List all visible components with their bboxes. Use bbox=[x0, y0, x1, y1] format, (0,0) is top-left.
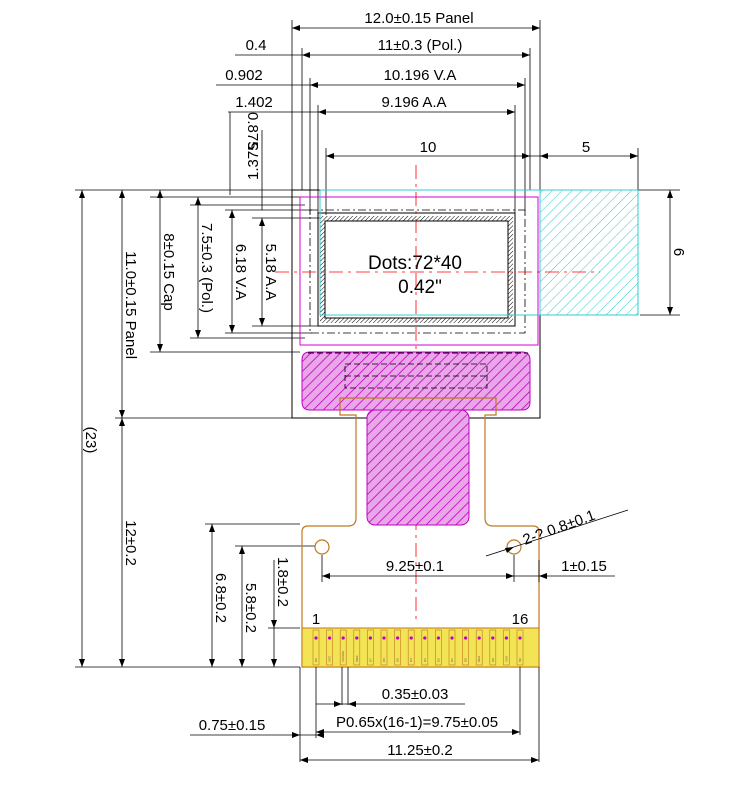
left-dimensions: (23) 11.0±0.15 Panel 8±0.15 Cap 7.5±0.3 … bbox=[75, 189, 680, 668]
pin-name: D1 bbox=[450, 658, 454, 662]
pin-name: D2 bbox=[436, 658, 440, 662]
total-height-label: (23) bbox=[82, 427, 99, 454]
pin-first-label: 1 bbox=[312, 611, 320, 628]
pin-dot bbox=[396, 636, 400, 640]
pin-contact bbox=[489, 629, 497, 666]
pin-dot bbox=[368, 636, 372, 640]
pin-contact bbox=[503, 629, 510, 666]
pin-name: D3 bbox=[423, 658, 427, 662]
fpc-bend-area bbox=[301, 351, 531, 411]
pin-contact bbox=[421, 629, 429, 666]
hole-edge-label: 1±0.15 bbox=[561, 558, 607, 575]
pol-width-label: 11±0.3 (Pol.) bbox=[378, 37, 463, 54]
mount-hole-left bbox=[314, 539, 330, 555]
pin-contact bbox=[394, 629, 401, 666]
pin-contact bbox=[407, 629, 415, 666]
diagonal-label: 0.42" bbox=[398, 277, 442, 298]
aa-height-label: 5.18 A.A bbox=[262, 244, 279, 301]
top-dimensions: 12.0±0.15 Panel 11±0.3 (Pol.) 0.4 10.196… bbox=[216, 10, 639, 218]
pin-contact bbox=[475, 629, 483, 666]
aa-width-label: 9.196 A.A bbox=[381, 94, 446, 111]
pin-dot bbox=[355, 636, 359, 640]
pin-name: D7 bbox=[368, 658, 372, 662]
pin-dot bbox=[464, 636, 468, 640]
pin-dot bbox=[450, 636, 454, 640]
va-height-label: 6.18 V.A bbox=[232, 244, 249, 300]
panel-width-label: 12.0±0.15 Panel bbox=[364, 10, 473, 27]
h-18-label: 1.8±0.2 bbox=[274, 557, 291, 607]
fold-6-label: 6 bbox=[670, 248, 687, 256]
pin-contact bbox=[353, 629, 361, 666]
pol-height-label: 7.5±0.3 (Pol.) bbox=[198, 223, 215, 313]
pin-contact bbox=[367, 629, 374, 666]
pin-dot bbox=[328, 636, 332, 640]
pin-dot bbox=[409, 636, 413, 640]
fpc-tail: NC VCC VCOMH IREF D7 D6 D5 D4 D3 D2 D1 D0 RES DC VSS NC bbox=[301, 397, 540, 668]
fpc-length-label: 12±0.2 bbox=[122, 520, 139, 566]
pin-dot bbox=[504, 636, 508, 640]
pin-contact bbox=[435, 629, 442, 666]
pin-name: VCOMH bbox=[341, 651, 345, 662]
pin-last-label: 16 bbox=[512, 611, 529, 628]
pin-name: DC bbox=[491, 657, 495, 662]
h-58-label: 5.8±0.2 bbox=[242, 583, 259, 633]
pin-dot bbox=[314, 636, 318, 640]
pin-dot bbox=[423, 636, 427, 640]
pin-contact bbox=[380, 629, 388, 666]
pin-dot bbox=[382, 636, 386, 640]
dots-label: Dots:72*40 bbox=[368, 253, 462, 274]
pin-name: D0 bbox=[464, 658, 468, 662]
cap-height-label: 8±0.15 Cap bbox=[160, 233, 177, 310]
pin-name: NC bbox=[314, 657, 318, 662]
pin-contacts: NC VCC VCOMH IREF D7 D6 D5 D4 D3 D2 D1 D0 RES DC VSS NC bbox=[312, 629, 524, 666]
pin-dot bbox=[477, 636, 481, 640]
pin-name: D4 bbox=[409, 658, 413, 662]
pin-edge-label: 0.75±0.15 bbox=[199, 717, 266, 734]
pin-contact bbox=[339, 629, 347, 666]
pin-pitch-label: P0.65x(16-1)=9.75±0.05 bbox=[336, 714, 498, 731]
h-68-label: 6.8±0.2 bbox=[212, 573, 229, 623]
offset-0902-label: 0.902 bbox=[225, 67, 263, 84]
pin-dot bbox=[341, 636, 345, 640]
pin-contact bbox=[448, 629, 456, 666]
pin-contact bbox=[326, 629, 333, 666]
pin-name: D5 bbox=[396, 658, 400, 662]
panel-height-label: 11.0±0.15 Panel bbox=[122, 251, 139, 359]
offset-1402-label: 1.402 bbox=[235, 94, 273, 111]
fpc-width-label: 11.25±0.2 bbox=[387, 742, 453, 759]
hole-pitch-label: 9.25±0.1 bbox=[386, 558, 444, 575]
panel-body: 6 Dots:72*40 0.42" bbox=[275, 165, 687, 620]
pin-dot bbox=[436, 636, 440, 640]
fold-5-label: 5 bbox=[582, 139, 590, 156]
offset-0875-label: 0.875 bbox=[244, 112, 261, 150]
pin-name: RES bbox=[477, 656, 481, 662]
offset-04-label: 0.4 bbox=[246, 37, 267, 54]
pin-name: VCC bbox=[328, 655, 332, 662]
pin-dot bbox=[491, 636, 495, 640]
pin-width-label: 0.35±0.03 bbox=[382, 686, 449, 703]
pin-name: D6 bbox=[382, 658, 386, 662]
hole-dia-label: 2-? 0.8±0.1 bbox=[521, 507, 598, 549]
pin-contact bbox=[516, 629, 524, 666]
pin-name: IREF bbox=[355, 655, 359, 662]
pin-name: VSS bbox=[504, 656, 508, 662]
pin-dot bbox=[518, 636, 522, 640]
va-width-label: 10.196 V.A bbox=[384, 67, 457, 84]
offset-1375-label: 1.375 bbox=[245, 142, 262, 180]
fold-10-label: 10 bbox=[420, 139, 437, 156]
pin-contact bbox=[312, 629, 320, 666]
pin-name: NC bbox=[518, 657, 522, 662]
pin-contact bbox=[462, 629, 469, 666]
